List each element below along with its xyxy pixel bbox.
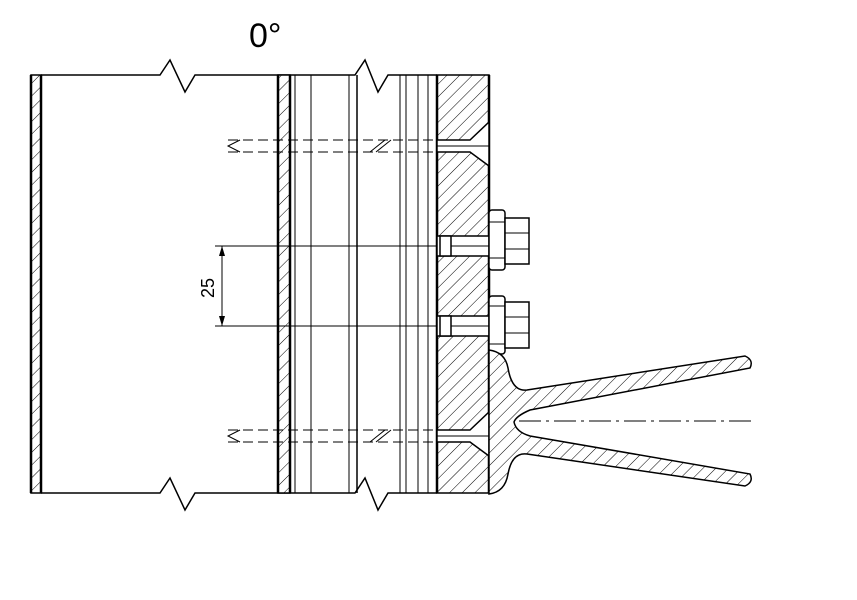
countersunk-screw-top	[226, 120, 490, 168]
top-edge	[41, 58, 437, 94]
left-wall	[29, 74, 43, 494]
bolt-upper	[436, 209, 530, 271]
dimension	[215, 245, 437, 327]
vertical-lines	[294, 75, 429, 493]
bracket-profile	[488, 349, 752, 495]
angle-label: 0°	[249, 17, 282, 55]
bottom-edge	[41, 476, 437, 512]
middle-wall	[276, 74, 292, 494]
dimension-label: 25	[198, 278, 218, 298]
bolt-lower	[436, 295, 530, 355]
